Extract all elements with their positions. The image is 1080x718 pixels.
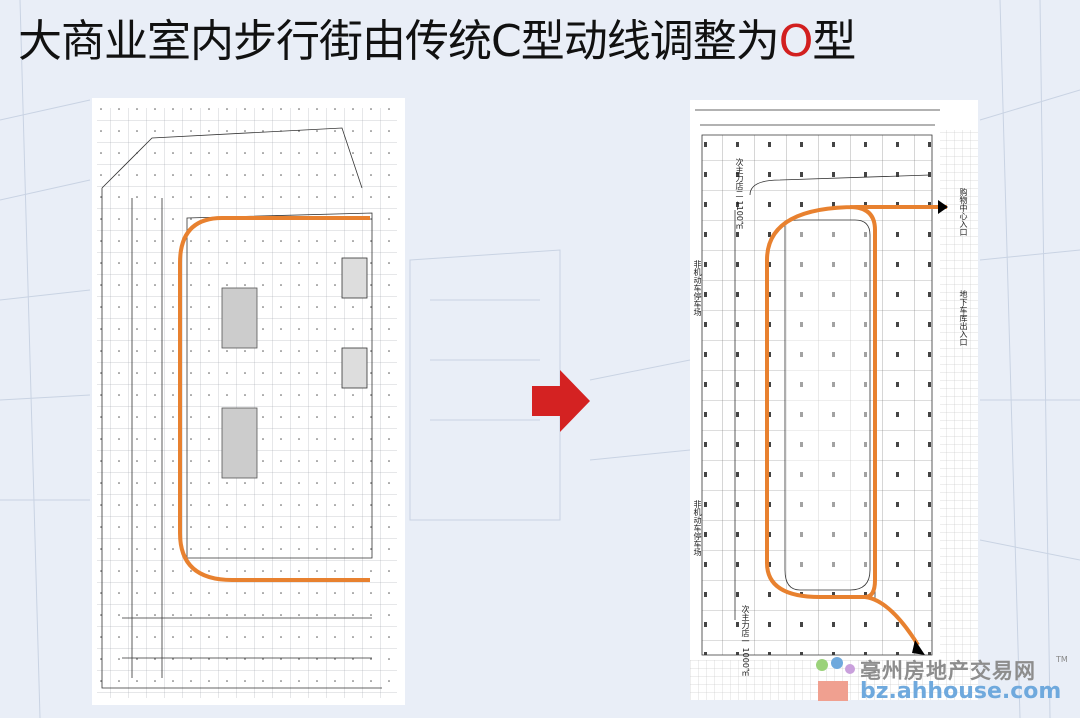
mall-entrance-marker-icon <box>938 200 948 214</box>
watermark-logo-icon <box>816 657 855 701</box>
c-type-floor-plan <box>92 98 405 705</box>
o-type-floor-plan: 次主力店二 1100㎡ 次主力店一 1000㎡ 购物中心入口 地下车库出入口 非… <box>690 100 978 700</box>
right-arrow-icon <box>532 370 590 432</box>
watermark-cn: 亳州房地产交易网 <box>860 659 1036 683</box>
title-text: 大商业室内步行街由传统C型动线调整为 <box>18 16 780 67</box>
label-mall-entrance: 购物中心入口 <box>959 188 968 236</box>
page-title: 大商业室内步行街由传统C型动线调整为O型 <box>18 12 856 72</box>
label-garage-entrance: 地下车库出入口 <box>959 290 968 346</box>
title-suffix: 型 <box>812 16 856 67</box>
label-anchor-two: 次主力店二 1100㎡ <box>735 158 744 229</box>
watermark-tm: TM <box>1056 655 1068 664</box>
label-anchor-one: 次主力店一 1000㎡ <box>741 605 750 676</box>
title-highlight: O <box>778 16 814 67</box>
watermark-url: bz.ahhouse.com <box>860 679 1062 704</box>
south-entrance-marker-icon <box>912 640 925 655</box>
c-route-path <box>178 216 370 582</box>
o-route-path <box>765 205 947 647</box>
label-bike-parking-bottom: 非机动车停车场 <box>693 500 702 556</box>
label-bike-parking-top: 非机动车停车场 <box>693 260 702 316</box>
